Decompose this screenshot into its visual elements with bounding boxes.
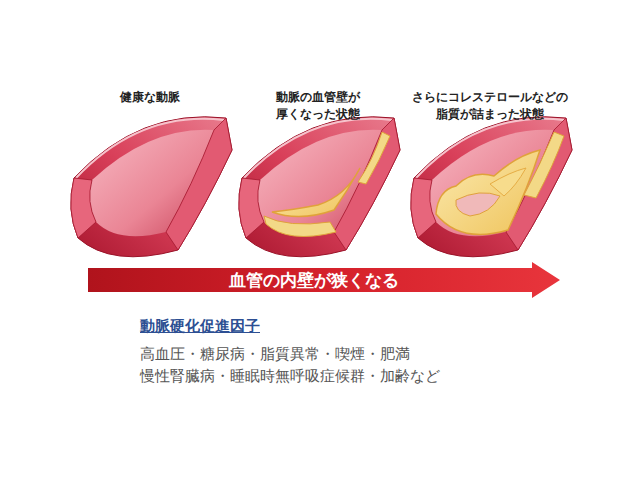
band-label: 血管の内壁が狭くなる [88, 262, 560, 292]
caption: 健康な動脈 [65, 89, 235, 106]
heading: 動脈硬化促進因子 [140, 317, 260, 336]
arrow-band: 血管の内壁が狭くなる [88, 262, 560, 298]
caption: さらにコレステロールなどの 脂質が詰まった状態 [400, 89, 580, 123]
arrow-path [88, 262, 560, 298]
factor-list: 高血圧・糖尿病・脂質異常・喫煙・肥満 慢性腎臓病・睡眠時無呼吸症候群・加齢など [140, 343, 470, 387]
caption: 動脈の血管壁が 厚くなった状態 [233, 89, 403, 123]
